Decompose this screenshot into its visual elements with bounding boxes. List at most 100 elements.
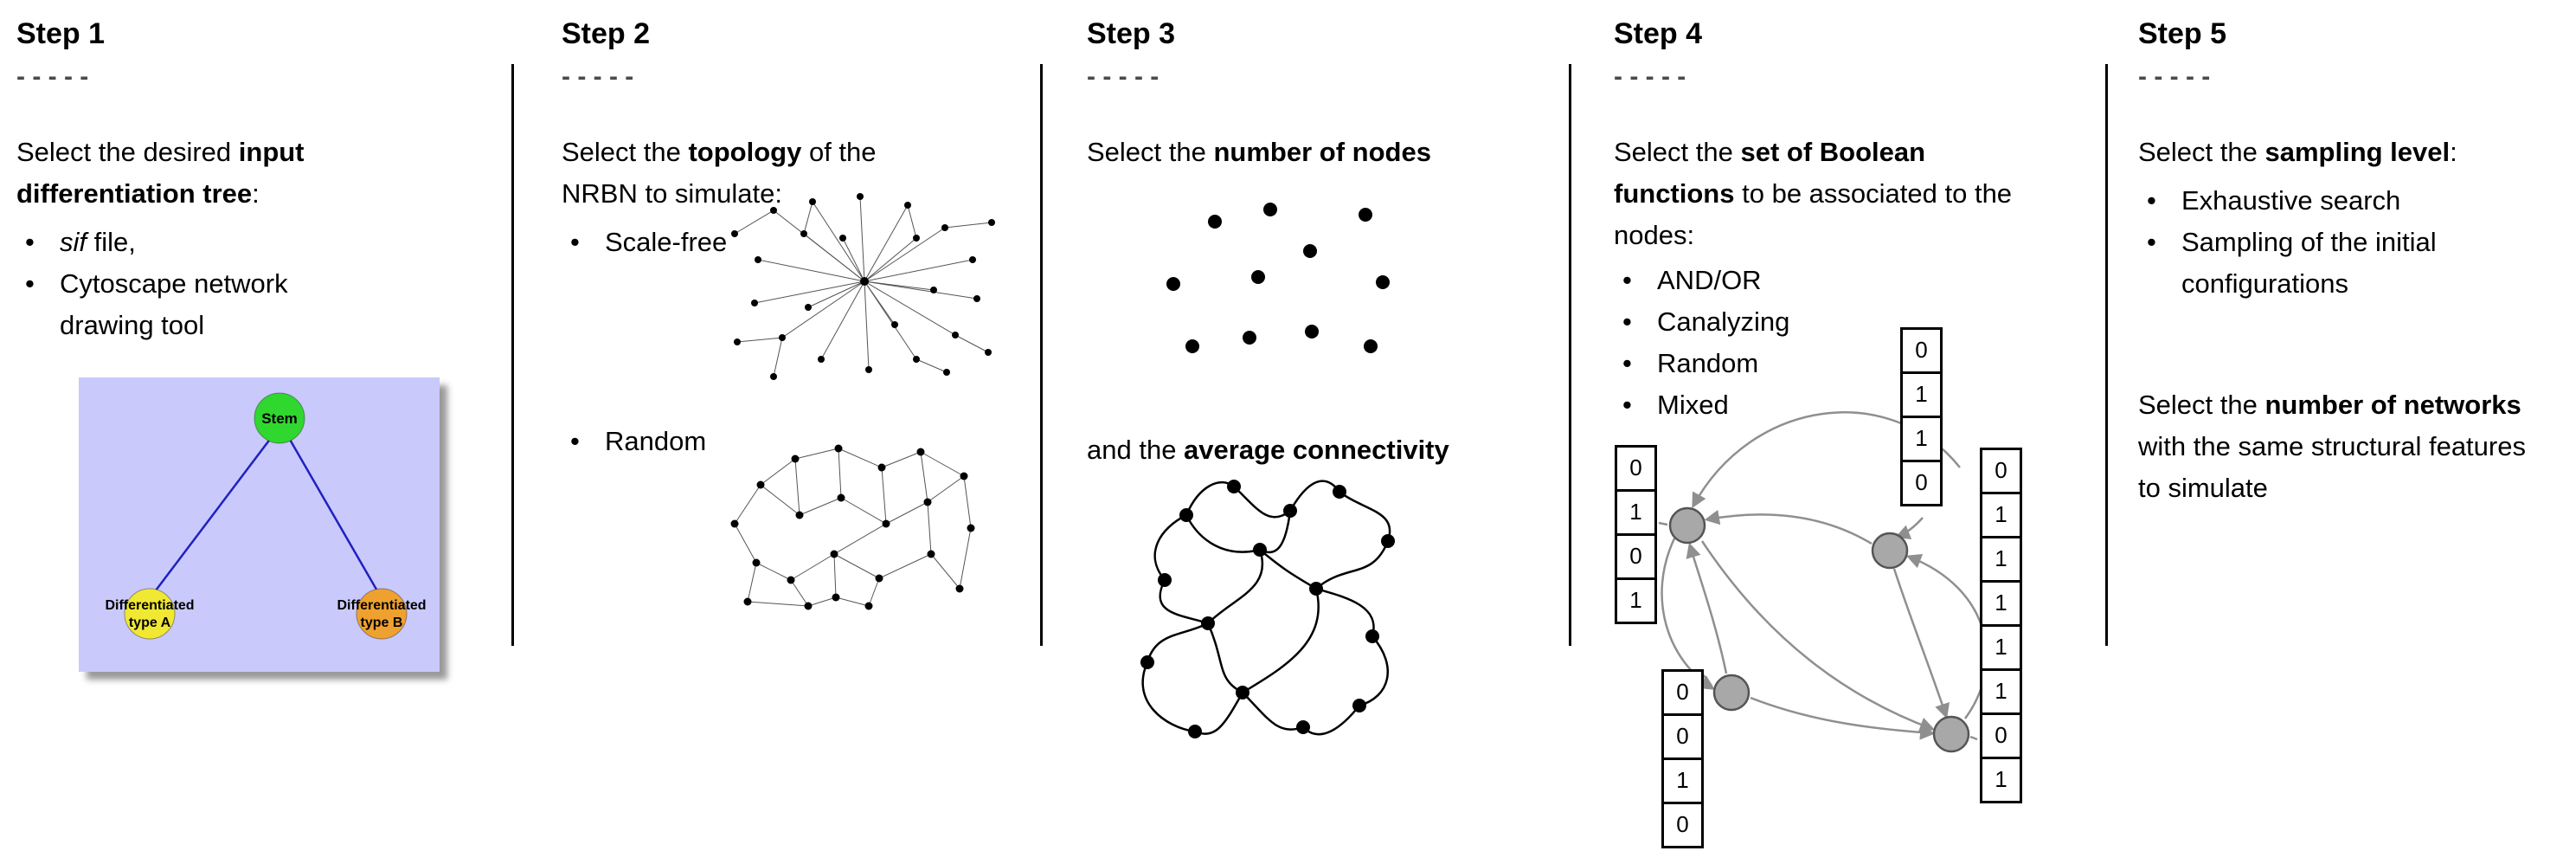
text-segment: Select the [2138,137,2265,167]
bullet-item: Random [562,421,821,462]
step-5-bullets: Exhaustive search Sampling of the initia… [2138,180,2519,305]
text-segment: of the NRBN to simulate: [562,137,877,209]
truth-table-cell: 1 [1661,758,1704,804]
bullet-label: Cytoscape network drawing tool [60,268,288,340]
truth-table-cell: 1 [1980,492,2022,538]
step-3-separator: - - - - - [1087,62,1160,91]
column-divider-3 [1569,64,1571,646]
bullet-label: AND/OR [1657,265,1762,295]
truth-table-right: 0 1 1 1 1 1 0 1 [1980,448,2022,803]
truth-table-cell: 0 [1615,445,1657,492]
type-a-label-line2: type A [129,616,171,630]
step-1-column: Step 1 - - - - - Select the desired inpu… [16,0,510,851]
bullet-item: Cytoscape network drawing tool [16,263,414,346]
sif-italic: sif [60,227,87,257]
text-segment: Select the [1614,137,1741,167]
bullet-label: Random [605,426,707,456]
step-5-separator: - - - - - [2138,62,2211,91]
bullet-item: sif file, [16,222,414,263]
text-segment: Select the [2138,390,2265,420]
bullet-label: Exhaustive search [2181,185,2401,216]
text-segment-bold: number of networks [2264,390,2521,420]
random-network-figure [730,444,975,610]
text-segment: Select the [562,137,689,167]
type-a-label-line1: Differentiated [105,598,194,613]
boolean-network-figure: 0 1 1 0 0 1 0 1 0 0 1 0 0 1 1 1 [1614,320,2098,851]
bullet-item: Canalyzing [1614,301,1960,343]
column-divider-2 [1040,64,1043,646]
step-1-intro: Select the desired input differentiation… [16,132,414,215]
truth-table-cell: 0 [1661,713,1704,760]
step-5-column: Step 5 - - - - - Select the sampling lev… [2138,0,2571,851]
type-b-label-line2: type B [361,616,403,630]
bullet-label: Mixed [1657,390,1729,420]
gene-node-d [1932,715,1970,753]
step-2-column: Step 2 - - - - - Select the topology of … [562,0,1033,851]
step-2-intro: Select the topology of the NRBN to simul… [562,132,934,215]
text-segment: and the [1087,435,1185,465]
step-4-column: Step 4 - - - - - Select the set of Boole… [1614,0,2098,851]
truth-table-cell: 1 [1980,757,2022,803]
truth-table-cell: 0 [1615,533,1657,580]
truth-table-cell: 0 [1900,327,1943,374]
text-segment-bold: topology [688,137,802,167]
step-3-second-text: and the average connectivity [1087,429,1589,471]
step-2-title: Step 2 [562,17,651,50]
type-b-label-line1: Differentiated [337,598,426,613]
truth-table-cell: 0 [1900,460,1943,506]
stem-node [254,392,305,444]
gene-node-c [1712,674,1751,712]
tree-edge-b [287,437,381,595]
truth-table-cell: 0 [1980,448,2022,494]
truth-table-cell: 0 [1661,802,1704,848]
text-segment-bold: number of nodes [1213,137,1431,167]
bullet-label: Sampling of the initial configurations [2181,227,2437,299]
step-2-bullet-scale-free: Scale-free [562,222,821,263]
truth-table-cell: 1 [1615,489,1657,536]
truth-table-cell: 1 [1980,624,2022,671]
truth-table-top: 0 1 1 0 [1900,327,1943,506]
truth-table-cell: 1 [1615,577,1657,624]
text-segment: with the same structural features to sim… [2138,431,2526,503]
truth-table-cell: 0 [1661,669,1704,716]
stem-label: Stem [261,410,298,427]
step-1-separator: - - - - - [16,62,89,91]
bullet-item: AND/OR [1614,260,1960,301]
step-4-bullets: AND/OR Canalyzing Random Mixed [1614,260,1960,426]
step-2-separator: - - - - - [562,62,634,91]
step-4-title: Step 4 [1614,17,1703,50]
truth-table-cell: 0 [1980,712,2022,759]
scale-free-network-figure [731,193,995,380]
column-divider-1 [511,64,514,646]
type-a-node [124,588,176,640]
text-segment: Select the [1087,137,1214,167]
boolean-network-svg [1658,411,1988,753]
tree-edge-a [152,437,272,595]
truth-table-bottom-left: 0 0 1 0 [1661,669,1704,848]
step-4-separator: - - - - - [1614,62,1686,91]
gene-node-b [1871,532,1909,570]
regulation-arrows [1658,411,1988,741]
truth-table-cell: 1 [1900,371,1943,418]
bullet-item: Exhaustive search [2138,180,2519,222]
nodes-dots-figure [1166,203,1390,353]
bullet-item: Sampling of the initial configurations [2138,222,2519,305]
text-segment: to be associated to the nodes: [1614,178,2013,250]
bullet-item: Random [1614,343,1960,384]
connectivity-network-figure [1140,480,1395,738]
step-4-intro: Select the set of Boolean functions to b… [1614,132,2020,256]
step-5-intro: Select the sampling level: [2138,132,2571,173]
bullet-label: Canalyzing [1657,306,1790,337]
text-segment-bold: input differentiation tree [16,137,305,209]
type-b-node [356,588,408,640]
differentiation-tree-svg: Stem Differentiated type A Differentiate… [79,377,440,672]
gene-node-a [1668,506,1706,545]
step-1-title: Step 1 [16,17,106,50]
bullet-label: Random [1657,348,1759,378]
text-segment: file, [87,227,136,257]
step-2-bullet-random: Random [562,421,821,462]
truth-table-cell: 1 [1980,536,2022,583]
text-segment: Select the desired [16,137,239,167]
step-5-second-text: Select the number of networks with the s… [2138,384,2532,509]
